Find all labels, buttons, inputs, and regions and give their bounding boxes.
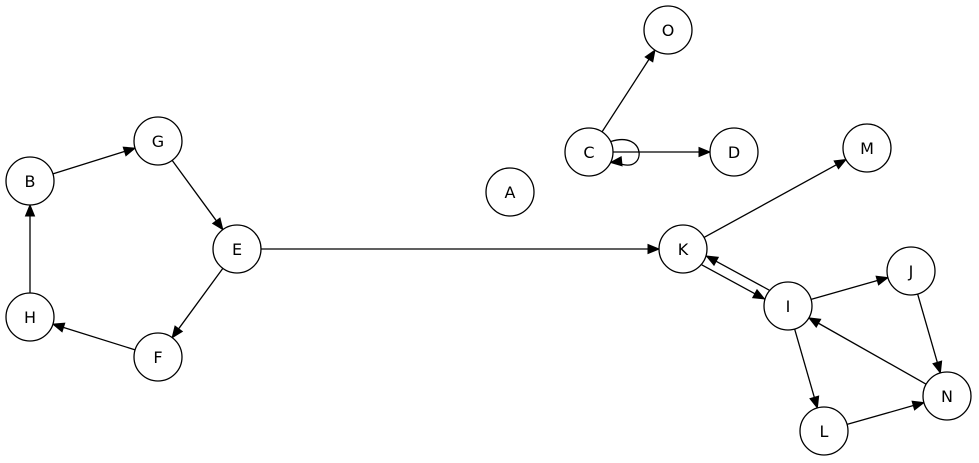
arrowhead	[809, 395, 820, 410]
arrowhead	[833, 158, 848, 170]
arrowhead	[644, 49, 656, 63]
node-b: B	[5, 156, 55, 206]
node-c: C	[564, 127, 614, 177]
edge-line	[601, 58, 651, 133]
node-e: E	[212, 224, 262, 274]
node-circle	[564, 127, 614, 177]
arrowhead	[51, 322, 66, 333]
edge-line	[171, 159, 218, 222]
arrowhead	[122, 146, 137, 157]
node-circle	[5, 156, 55, 206]
edge-line	[794, 328, 816, 399]
edge-n-to-i	[807, 317, 927, 385]
edge-e-to-f	[171, 267, 224, 339]
node-label: C	[583, 143, 594, 162]
edge-k-to-m	[703, 158, 848, 239]
node-l: L	[799, 406, 849, 456]
edge-c-to-o	[601, 49, 656, 133]
node-n: N	[922, 371, 972, 421]
edge-line	[62, 326, 136, 351]
edge-i-to-k	[705, 255, 770, 291]
node-a: A	[485, 167, 535, 217]
arrowhead	[698, 146, 712, 158]
edge-line	[177, 267, 224, 330]
node-d: D	[709, 127, 759, 177]
edge-line	[817, 322, 927, 385]
node-circle	[5, 292, 55, 342]
node-circle	[658, 224, 708, 274]
node-label: G	[152, 132, 164, 151]
node-label: O	[662, 21, 675, 40]
arrowhead	[751, 288, 766, 300]
arrowhead	[609, 156, 623, 167]
arrowhead	[647, 243, 661, 255]
arrowhead	[932, 360, 943, 375]
node-o: O	[643, 5, 693, 55]
node-label: K	[678, 240, 689, 259]
node-label: N	[941, 387, 953, 406]
node-f: F	[133, 332, 183, 382]
node-label: B	[25, 172, 36, 191]
arrowhead	[705, 255, 720, 267]
node-i: I	[763, 281, 813, 331]
node-label: M	[860, 139, 874, 158]
edge-c-to-d	[613, 146, 712, 158]
edges-layer	[24, 49, 943, 426]
node-label: J	[908, 262, 914, 281]
node-label: D	[728, 143, 740, 162]
edge-e-to-k	[261, 243, 661, 255]
edge-h-to-b	[24, 203, 36, 293]
node-k: K	[658, 224, 708, 274]
node-g: G	[133, 116, 183, 166]
edge-j-to-n	[917, 293, 943, 375]
arrowhead	[807, 317, 822, 329]
node-circle	[133, 332, 183, 382]
node-circle	[643, 5, 693, 55]
arrowhead	[911, 400, 926, 411]
node-label: E	[232, 240, 242, 259]
node-circle	[485, 167, 535, 217]
node-circle	[763, 281, 813, 331]
arrowhead	[24, 203, 36, 217]
node-label: A	[505, 183, 516, 202]
edge-k-to-i	[701, 264, 766, 300]
node-circle	[133, 116, 183, 166]
node-label: L	[820, 422, 829, 441]
edge-i-to-l	[794, 328, 820, 410]
node-m: M	[842, 123, 892, 173]
node-circle	[709, 127, 759, 177]
node-label: I	[786, 297, 791, 316]
edge-line	[846, 404, 915, 426]
node-j: J	[886, 246, 936, 296]
edge-i-to-j	[810, 275, 890, 301]
arrowhead	[171, 325, 184, 339]
edge-l-to-n	[846, 400, 926, 426]
edge-g-to-e	[171, 159, 224, 231]
edge-c-to-c	[609, 139, 640, 167]
node-circle	[212, 224, 262, 274]
edge-line	[714, 260, 770, 291]
node-circle	[842, 123, 892, 173]
self-loop-line	[610, 139, 640, 166]
node-circle	[922, 371, 972, 421]
edge-line	[810, 279, 879, 301]
edge-line	[703, 163, 838, 239]
node-label: H	[24, 308, 36, 327]
nodes-layer: A B C D E F G H I J K L M N O	[5, 5, 972, 456]
edge-b-to-g	[52, 146, 137, 175]
edge-line	[52, 150, 126, 175]
arrowhead	[875, 275, 890, 286]
node-label: F	[153, 348, 162, 367]
edge-line	[701, 264, 757, 295]
arrowhead	[211, 217, 224, 231]
node-h: H	[5, 292, 55, 342]
edge-f-to-h	[51, 322, 136, 351]
node-circle	[886, 246, 936, 296]
edge-line	[917, 293, 939, 364]
node-circle	[799, 406, 849, 456]
